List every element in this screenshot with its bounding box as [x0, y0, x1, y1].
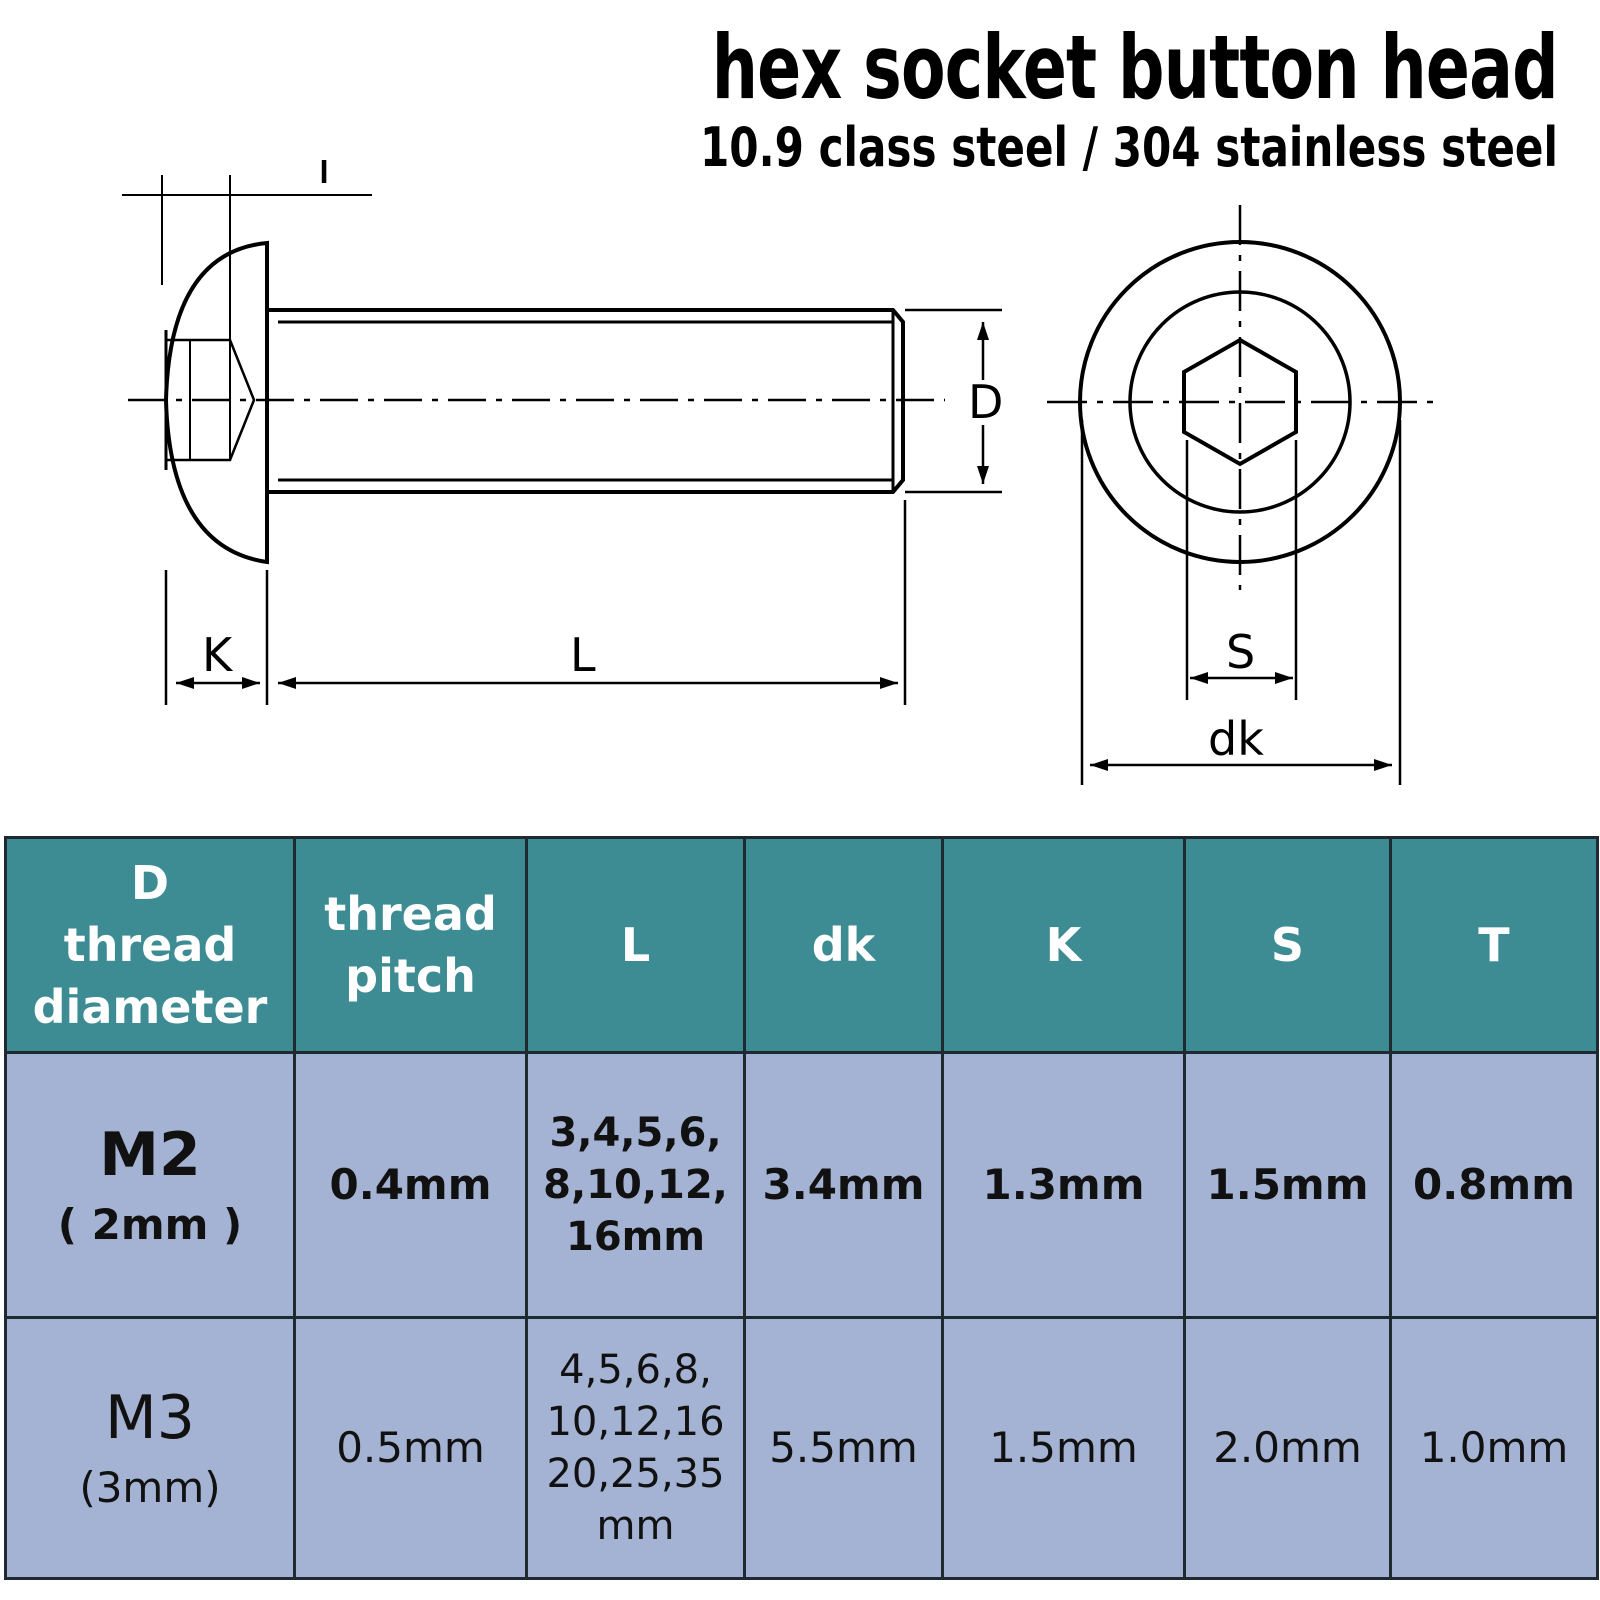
cell-dk: 3.4mm: [743, 1051, 944, 1319]
table-header-row: D thread diameter thread pitch L dk K S …: [4, 836, 1599, 1054]
label-D: D: [968, 375, 1003, 429]
page-title: hex socket button head: [711, 16, 1559, 119]
header-thread-pitch: thread pitch: [293, 836, 528, 1054]
cell-lengths: 4,5,6,8, 10,12,16 20,25,35 mm: [525, 1316, 746, 1580]
header-K: K: [941, 836, 1186, 1054]
header-T: T: [1389, 836, 1599, 1054]
cell-dk: 5.5mm: [743, 1316, 944, 1580]
cell-K: 1.3mm: [941, 1051, 1186, 1319]
page-subtitle: 10.9 class steel / 304 stainless steel: [700, 116, 1558, 179]
cell-size: M2 ( 2mm ): [4, 1051, 296, 1319]
cell-S: 2.0mm: [1183, 1316, 1392, 1580]
cell-S: 1.5mm: [1183, 1051, 1392, 1319]
cell-K: 1.5mm: [941, 1316, 1186, 1580]
header-thread-diameter: D thread diameter: [4, 836, 296, 1054]
label-S: S: [1226, 625, 1255, 679]
label-dk: dk: [1208, 712, 1264, 766]
header-L: L: [525, 836, 746, 1054]
cell-T: 1.0mm: [1389, 1316, 1599, 1580]
table-row-m2: M2 ( 2mm ) 0.4mm 3,4,5,6, 8,10,12, 16mm …: [4, 1051, 1599, 1319]
cell-pitch: 0.5mm: [293, 1316, 528, 1580]
label-L: L: [570, 628, 596, 682]
header-dk: dk: [743, 836, 944, 1054]
header-S: S: [1183, 836, 1392, 1054]
cell-pitch: 0.4mm: [293, 1051, 528, 1319]
cell-size: M3 (3mm): [4, 1316, 296, 1580]
spec-table: D thread diameter thread pitch L dk K S …: [4, 836, 1599, 1580]
hex-socket-outline: [1182, 337, 1298, 467]
bolt-technical-drawing: T K L D S dk: [122, 160, 1440, 785]
socket-hidden-lines: [166, 338, 256, 462]
cell-lengths: 3,4,5,6, 8,10,12, 16mm: [525, 1051, 746, 1319]
label-K: K: [202, 628, 234, 682]
label-T: T: [309, 160, 339, 194]
table-row-m3: M3 (3mm) 0.5mm 4,5,6,8, 10,12,16 20,25,3…: [4, 1316, 1599, 1580]
cell-T: 0.8mm: [1389, 1051, 1599, 1319]
